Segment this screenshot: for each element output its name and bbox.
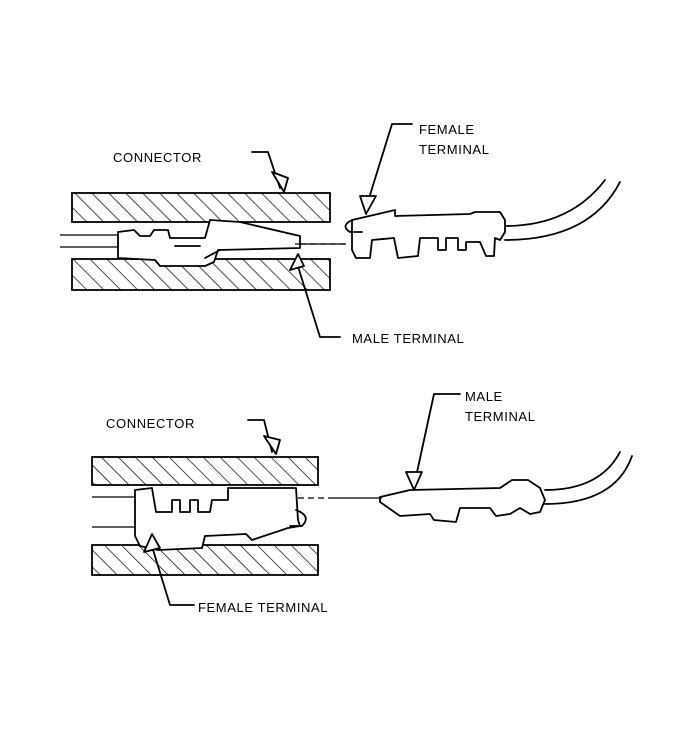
top-right-wire-2 — [504, 181, 621, 241]
bottom-connector-label: CONNECTOR — [106, 416, 195, 431]
bottom-male-leader — [413, 393, 461, 487]
top-male-leader — [295, 259, 341, 338]
top-view: CONNECTOR FEMALE TERMINAL MALE TERMINAL — [60, 122, 621, 346]
bottom-female-terminal — [134, 487, 301, 551]
bottom-female-leader — [149, 539, 195, 606]
bottom-connector-upper-wall — [91, 456, 319, 486]
top-male-label: MALE TERMINAL — [352, 331, 464, 346]
bottom-male-label-line1: MALE — [465, 389, 503, 404]
top-male-detail — [174, 245, 221, 259]
top-male-terminal — [117, 219, 301, 267]
top-female-label-line2: TERMINAL — [419, 142, 490, 157]
top-female-arrow — [359, 195, 377, 215]
bottom-male-terminal — [379, 479, 546, 523]
top-connector-upper-wall — [71, 192, 331, 223]
top-female-label-line1: FEMALE — [419, 122, 475, 137]
top-female-leader — [365, 123, 413, 209]
top-female-spring-tab — [344, 219, 363, 233]
bottom-connector-lower-wall — [91, 544, 319, 576]
bottom-female-spring-tab — [289, 509, 307, 527]
bottom-view: CONNECTOR MALE TERMINAL FEMALE TERMINAL — [91, 389, 633, 615]
bottom-female-arrow — [143, 533, 161, 553]
bottom-right-wire — [544, 451, 621, 491]
bottom-connector-arrow — [263, 435, 281, 455]
bottom-connector-leader — [247, 419, 273, 453]
bottom-male-label-line2: TERMINAL — [465, 409, 536, 424]
bottom-right-wire-2 — [544, 455, 633, 505]
top-connector-leader — [251, 151, 281, 189]
top-male-arrow — [289, 253, 305, 271]
top-connector-arrow — [271, 171, 289, 193]
top-female-terminal — [351, 209, 506, 259]
bottom-male-arrow — [405, 471, 423, 491]
top-connector-label: CONNECTOR — [113, 150, 202, 165]
top-right-wire — [504, 179, 606, 227]
bottom-female-label: FEMALE TERMINAL — [198, 600, 328, 615]
